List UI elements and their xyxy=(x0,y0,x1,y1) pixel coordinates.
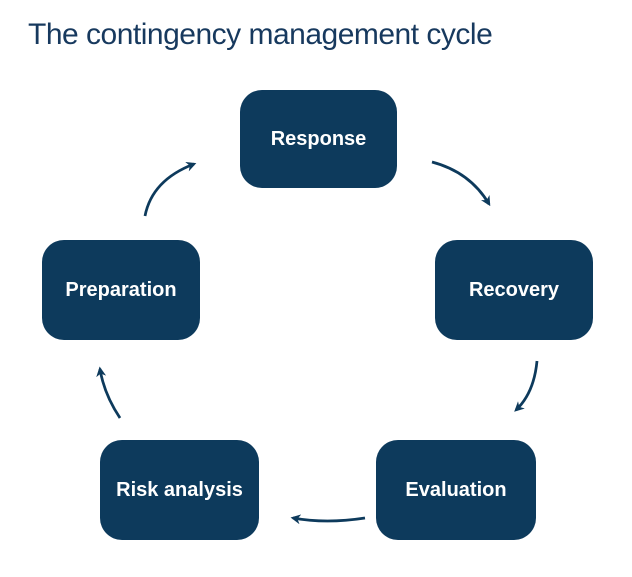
arrow-risk-analysis-to-preparation xyxy=(96,366,122,419)
stage-label-recovery: Recovery xyxy=(468,278,560,301)
stage-label-response: Response xyxy=(270,127,367,150)
stage-label-risk-analysis: Risk analysis xyxy=(116,478,243,501)
arrow-evaluation-to-risk-analysis xyxy=(290,514,366,525)
arrow-recovery-to-evaluation xyxy=(514,360,539,412)
stage-box-risk-analysis: Risk analysis xyxy=(100,440,259,540)
stage-label-evaluation: Evaluation xyxy=(405,478,507,501)
page-title: The contingency management cycle xyxy=(28,18,493,51)
stage-box-preparation: Preparation xyxy=(42,240,200,340)
stage-box-recovery: Recovery xyxy=(435,240,593,340)
stage-label-preparation: Preparation xyxy=(65,278,177,301)
stage-box-evaluation: Evaluation xyxy=(376,440,536,540)
stage-box-response: Response xyxy=(240,90,397,188)
arrow-preparation-to-response xyxy=(143,162,197,217)
arrow-response-to-recovery xyxy=(431,160,491,207)
